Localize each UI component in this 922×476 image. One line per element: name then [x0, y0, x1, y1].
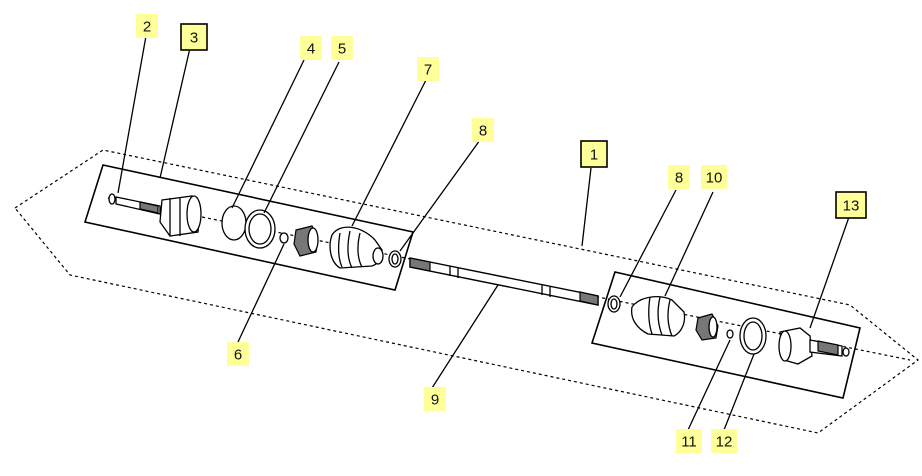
callout-box: [417, 57, 439, 81]
callout-box: [580, 140, 608, 168]
callout-box: [424, 387, 446, 411]
callout-box: [676, 429, 702, 453]
callout-label: 6: [234, 347, 242, 364]
callout-label: 7: [424, 62, 432, 79]
callout-box: [331, 36, 353, 60]
callout-box: [180, 23, 208, 51]
part-4-ring: [221, 205, 247, 241]
callout-box: [835, 191, 867, 219]
callout-box: [701, 165, 727, 189]
callout-c2: 2: [136, 14, 158, 38]
callout-label: 8: [675, 170, 683, 187]
callout-c10: 10: [701, 165, 727, 189]
assembly-dashed-outline: [14, 149, 919, 434]
part-6-circlip: [279, 232, 289, 244]
callout-c11: 11: [676, 429, 702, 453]
callout-c3: 3: [180, 23, 208, 51]
callout-box: [227, 342, 249, 366]
callout-c8b: 8: [668, 165, 690, 189]
callout-label: 2: [143, 19, 151, 36]
callout-c4: 4: [300, 36, 322, 60]
callout-label: 10: [706, 170, 723, 187]
callout-c1: 1: [580, 140, 608, 168]
callout-box: [136, 14, 158, 38]
callout-label: 1: [590, 147, 598, 164]
callout-c13: 13: [835, 191, 867, 219]
inner-joint-parts: [108, 193, 402, 269]
callout-c6: 6: [227, 342, 249, 366]
callout-c9: 9: [424, 387, 446, 411]
stub-spline: [139, 201, 159, 214]
callout-c12: 12: [711, 429, 737, 453]
callout-label: 3: [190, 30, 198, 47]
callout-c5: 5: [331, 36, 353, 60]
callout-label: 9: [431, 392, 439, 409]
callout-labels: 2 3 4 5 6 7 8 9 1 8 10 13 11 12: [136, 14, 867, 453]
part-2-clip: [108, 193, 116, 205]
callout-label: 4: [307, 41, 315, 58]
part-11-circlip: [726, 329, 734, 339]
inner-joint-group-box: [83, 164, 415, 291]
callout-label: 11: [681, 434, 697, 451]
leader-lines: [117, 35, 850, 431]
callout-label: 8: [479, 123, 487, 140]
outer-joint-parts: [607, 295, 850, 365]
part-9-shaft: [409, 257, 599, 306]
callout-label: 12: [716, 434, 733, 451]
callout-box: [472, 118, 494, 142]
callout-box: [668, 165, 690, 189]
callout-label: 13: [843, 198, 860, 215]
outer-joint-group-box: [590, 271, 861, 399]
callout-box: [300, 36, 322, 60]
callout-c7: 7: [417, 57, 439, 81]
callout-box: [711, 429, 737, 453]
callout-label: 5: [338, 41, 346, 58]
callout-c8a: 8: [472, 118, 494, 142]
